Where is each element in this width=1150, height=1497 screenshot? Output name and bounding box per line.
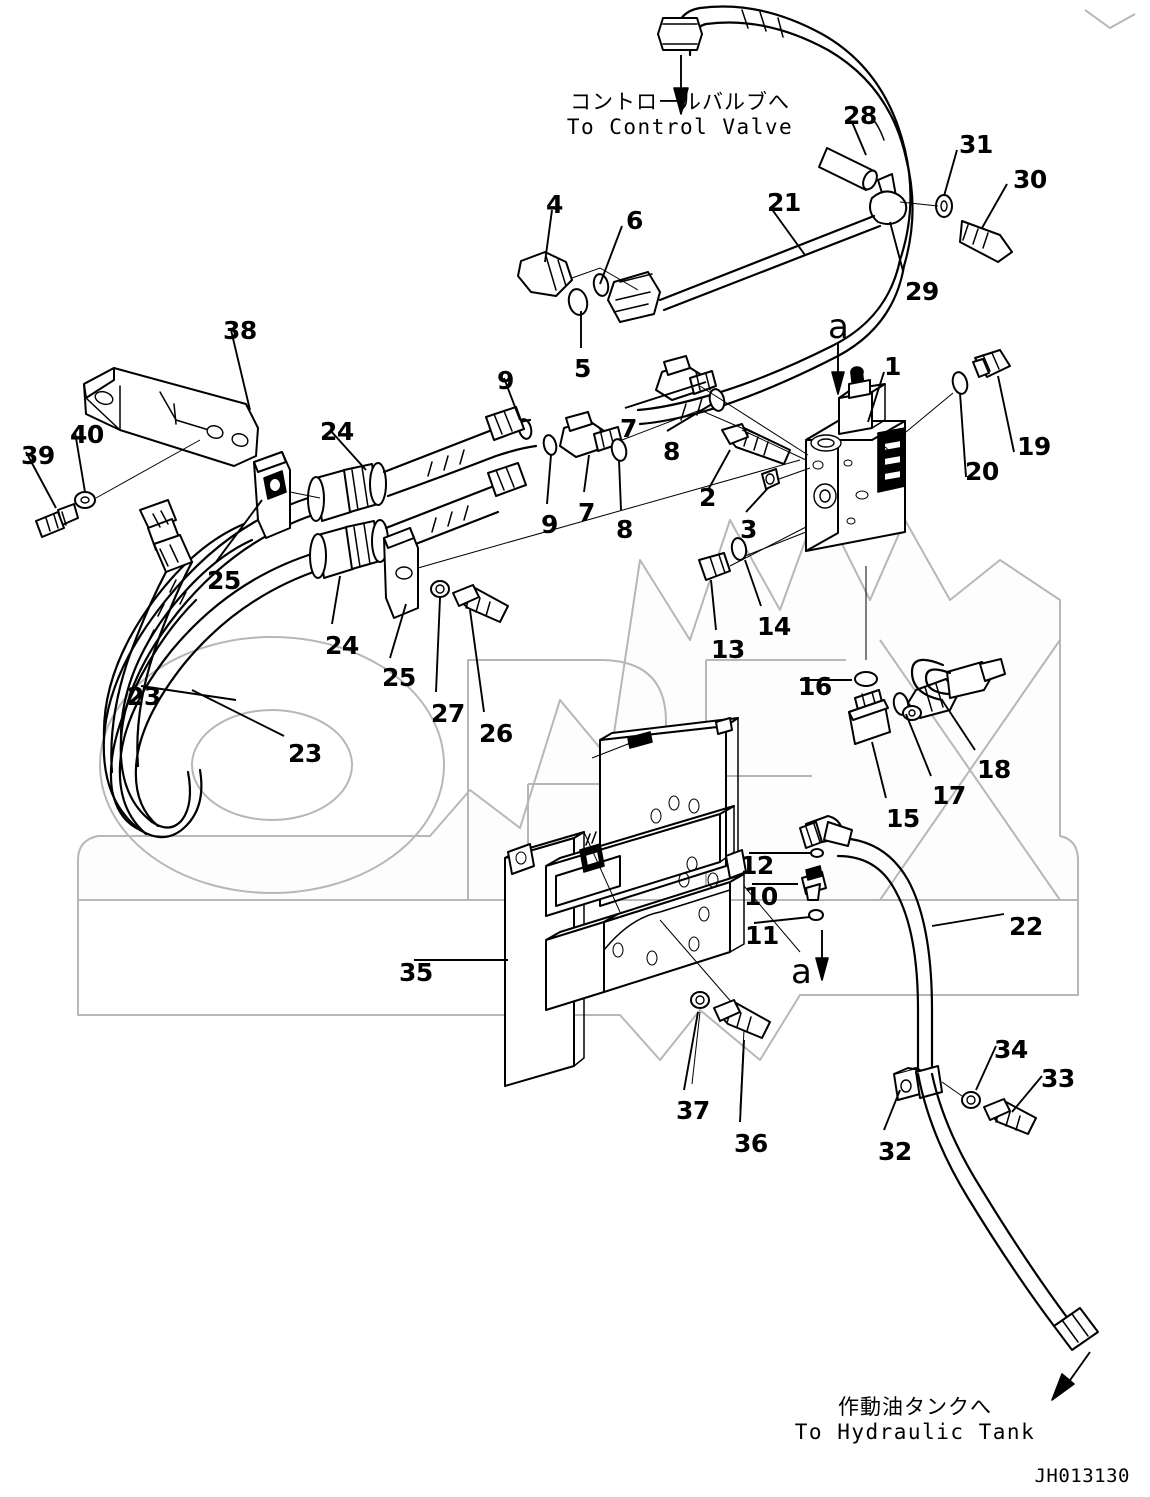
callout-number-13: 13 bbox=[711, 635, 745, 664]
bolt-33-washer-34 bbox=[941, 1081, 1037, 1135]
callout-number-17: 17 bbox=[932, 781, 966, 810]
callout-number-15: 15 bbox=[886, 804, 920, 833]
annotation-to-control-valve: コントロールバルブへ To Control Valve bbox=[455, 90, 905, 140]
callout-number-32: 32 bbox=[878, 1137, 912, 1166]
callout-number-6: 6 bbox=[626, 206, 643, 235]
callout-number-23: 23 bbox=[288, 739, 322, 768]
callout-number-36: 36 bbox=[734, 1129, 768, 1158]
callout-number-14: 14 bbox=[757, 612, 791, 641]
callout-number-22: 22 bbox=[1009, 912, 1043, 941]
leader-lines bbox=[25, 55, 1091, 1401]
callout-number-20: 20 bbox=[965, 457, 999, 486]
annotation-jp-text: 作動油タンクへ bbox=[838, 1395, 992, 1419]
callout-number-12: 12 bbox=[740, 851, 774, 880]
callout-number-7: 7 bbox=[578, 498, 595, 527]
callout-number-16: 16 bbox=[798, 672, 832, 701]
callout-number-25: 25 bbox=[382, 663, 416, 692]
callout-number-9: 9 bbox=[497, 366, 514, 395]
callout-number-23: 23 bbox=[127, 682, 161, 711]
bolt-36-washer-37 bbox=[690, 991, 771, 1111]
support-bracket-38 bbox=[35, 367, 259, 538]
callout-number-29: 29 bbox=[905, 277, 939, 306]
callout-number-3: 3 bbox=[740, 515, 757, 544]
annotation-jp-text: コントロールバルブへ bbox=[570, 90, 790, 114]
section-mark-a-top: a bbox=[828, 307, 849, 347]
callout-number-38: 38 bbox=[223, 316, 257, 345]
callout-number-25: 25 bbox=[207, 566, 241, 595]
callout-number-39: 39 bbox=[21, 441, 55, 470]
plug-13-oring-14 bbox=[698, 526, 807, 581]
callout-number-24: 24 bbox=[325, 631, 359, 660]
hose-22 bbox=[799, 815, 1099, 1351]
section-mark-a-bottom: a bbox=[791, 952, 812, 992]
annotation-en-text: To Hydraulic Tank bbox=[794, 1419, 1036, 1444]
fitting-group-4-5-6 bbox=[517, 251, 661, 323]
callout-number-10: 10 bbox=[744, 882, 778, 911]
annotation-to-hydraulic-tank: 作動油タンクへ To Hydraulic Tank bbox=[690, 1395, 1140, 1445]
callout-number-35: 35 bbox=[399, 958, 433, 987]
clamp-25-lower-26-27 bbox=[383, 459, 801, 623]
elbow-fittings-7-8-9 bbox=[517, 355, 809, 462]
drawing-number: JH013130 bbox=[1034, 1465, 1130, 1487]
callout-number-1: 1 bbox=[884, 352, 901, 381]
callout-number-31: 31 bbox=[959, 130, 993, 159]
callout-number-18: 18 bbox=[977, 755, 1011, 784]
callout-number-7: 7 bbox=[620, 414, 637, 443]
callout-number-28: 28 bbox=[843, 101, 877, 130]
hoses-23-fittings-24 bbox=[102, 406, 538, 839]
sleeve-28 bbox=[818, 147, 878, 191]
plug-19-oring-20 bbox=[905, 349, 1011, 433]
adapter-15-coupling-18 bbox=[848, 566, 1006, 745]
callout-number-34: 34 bbox=[994, 1035, 1028, 1064]
opex-watermark bbox=[77, 9, 1136, 1061]
callout-number-21: 21 bbox=[767, 188, 801, 217]
callout-number-19: 19 bbox=[1017, 432, 1051, 461]
callout-number-4: 4 bbox=[546, 190, 563, 219]
mounting-bracket-35 bbox=[504, 717, 801, 1087]
callout-number-24: 24 bbox=[320, 417, 354, 446]
callout-number-2: 2 bbox=[699, 483, 716, 512]
plug-10-orings-11-12 bbox=[801, 848, 827, 921]
clamp-25-upper bbox=[253, 451, 321, 539]
callout-number-9: 9 bbox=[541, 510, 558, 539]
callout-number-30: 30 bbox=[1013, 165, 1047, 194]
callout-number-26: 26 bbox=[479, 719, 513, 748]
callout-number-40: 40 bbox=[70, 420, 104, 449]
clamp-29-30-31 bbox=[658, 173, 1013, 312]
callout-number-27: 27 bbox=[431, 699, 465, 728]
callout-number-8: 8 bbox=[616, 515, 633, 544]
callout-number-37: 37 bbox=[676, 1096, 710, 1125]
callout-number-5: 5 bbox=[574, 354, 591, 383]
annotation-en-text: To Control Valve bbox=[566, 114, 794, 139]
callout-number-33: 33 bbox=[1041, 1064, 1075, 1093]
solenoid-valve-block-1 bbox=[805, 366, 906, 552]
callout-number-8: 8 bbox=[663, 437, 680, 466]
bolt-2-washer-3 bbox=[721, 423, 811, 490]
callout-number-11: 11 bbox=[745, 921, 779, 950]
